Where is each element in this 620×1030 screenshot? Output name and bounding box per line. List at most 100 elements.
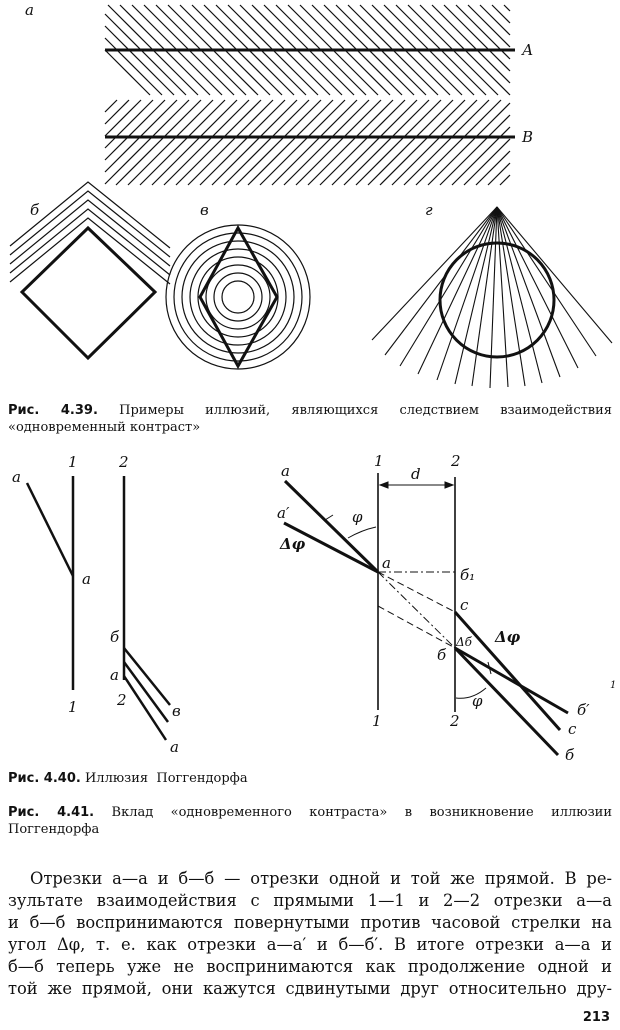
fig41-label-c-point: с bbox=[460, 596, 469, 614]
fig41-label-a-point: а bbox=[382, 554, 391, 572]
hatch-line bbox=[187, 99, 274, 186]
fig41-label-b1: б₁ bbox=[460, 566, 475, 584]
hatch-line bbox=[104, 37, 163, 96]
figure-4-40 bbox=[25, 476, 171, 741]
fig41-label-b-end: б bbox=[565, 746, 575, 764]
caption-text: Иллюзия Поггендорфа bbox=[84, 771, 248, 786]
caption-number: Рис. 4.40. bbox=[8, 771, 81, 786]
hatch-line bbox=[415, 99, 502, 186]
hatch-line bbox=[104, 99, 142, 137]
hatch-line bbox=[491, 4, 511, 24]
hatch-line bbox=[104, 99, 118, 113]
fig40-label-b: б bbox=[110, 628, 120, 646]
fig41-label-d: d bbox=[411, 465, 421, 483]
ray-line bbox=[496, 206, 597, 357]
hatch-line bbox=[235, 99, 322, 186]
fig41-label-1-bottom: 1 bbox=[372, 712, 382, 730]
hatch-line bbox=[439, 114, 511, 186]
line-label-B: В bbox=[521, 128, 533, 146]
figure-4-39-a-hatched-lines bbox=[104, 4, 511, 186]
hatch-line bbox=[355, 99, 442, 186]
body-line: б—б теперь уже не воспринимаются как про… bbox=[8, 957, 612, 976]
hatch-line bbox=[151, 99, 238, 186]
ray-line bbox=[496, 206, 579, 369]
diamond-b bbox=[19, 225, 158, 361]
fig41-label-1-top: 1 bbox=[374, 452, 384, 470]
fig41-label-a-prime: а′ bbox=[277, 504, 290, 522]
hatch-line bbox=[211, 99, 298, 186]
hatch-line bbox=[487, 162, 511, 186]
body-line: зультате взаимодействия с прямыми 1—1 и … bbox=[8, 891, 612, 910]
concentric-circle bbox=[165, 224, 311, 370]
panel-label-g: г bbox=[425, 201, 433, 219]
hatch-line bbox=[379, 99, 466, 186]
caption-text: Примеры иллюзий, являющихся следствием в… bbox=[8, 403, 612, 435]
hatch-line bbox=[104, 49, 151, 96]
ray-line bbox=[454, 206, 498, 385]
hatch-line bbox=[391, 99, 478, 186]
hatch-line bbox=[223, 99, 310, 186]
hatch-line bbox=[431, 4, 511, 84]
hatch-line bbox=[479, 4, 511, 36]
fig40-label-a-end: а bbox=[170, 738, 179, 756]
diamond-v bbox=[198, 224, 279, 370]
ray-line bbox=[496, 206, 613, 344]
fig40-label-1-top: 1 bbox=[68, 453, 78, 471]
hatch-line bbox=[427, 102, 511, 186]
hatch-line bbox=[503, 4, 511, 12]
concentric-circle bbox=[213, 272, 263, 322]
hatch-line bbox=[175, 99, 262, 186]
hatch-line bbox=[499, 174, 511, 186]
fig40-label-v: в bbox=[172, 702, 181, 720]
margin-mark: 1 bbox=[610, 680, 616, 691]
hatch-line bbox=[467, 4, 511, 48]
hatch-line bbox=[475, 150, 511, 186]
figure-4-39-b-chevrons bbox=[9, 181, 171, 285]
page-number: 213 bbox=[582, 1010, 610, 1025]
hatch-line bbox=[259, 99, 346, 186]
concentric-circle bbox=[197, 256, 279, 338]
ray-line bbox=[371, 206, 498, 341]
caption-number: Рис. 4.41. bbox=[8, 805, 95, 820]
hatch-line bbox=[403, 99, 490, 186]
fig41-label-2-top: 2 bbox=[450, 452, 461, 470]
hatch-line bbox=[367, 99, 454, 186]
ray-line bbox=[399, 206, 498, 367]
hatch-line bbox=[283, 99, 370, 186]
caption-fig-4-39: Рис. 4.39. Примеры иллюзий, являющихся с… bbox=[8, 402, 612, 436]
hatch-line bbox=[115, 99, 202, 186]
body-line: и б—б воспринимаются повернутыми против … bbox=[8, 913, 612, 932]
body-line: той же прямой, они кажутся сдвинутыми др… bbox=[8, 979, 612, 998]
panel-label-b: б bbox=[30, 201, 40, 219]
fig41-label-c-end: с bbox=[568, 720, 577, 738]
hatch-line bbox=[127, 99, 214, 186]
body-line: угол Δφ, т. е. как отрезки а—а′ и б—б′. … bbox=[8, 935, 612, 954]
ray-line bbox=[384, 206, 498, 356]
ray-line bbox=[496, 206, 543, 384]
chevron-line bbox=[9, 199, 171, 267]
fig41-label-phi-1: φ bbox=[352, 508, 363, 526]
body-paragraph: Отрезки а—а и б—б — отрезки одной и той … bbox=[8, 868, 612, 1000]
caption-text: Вклад «одновременного контраста» в возни… bbox=[8, 805, 612, 837]
hatch-line bbox=[104, 13, 187, 96]
hatch-line bbox=[443, 4, 511, 72]
hatch-line bbox=[463, 138, 511, 186]
fig41-label-2-bottom: 2 bbox=[449, 712, 460, 730]
chevron-line bbox=[9, 217, 171, 285]
ray-line bbox=[436, 206, 498, 381]
line-label-A: А bbox=[521, 41, 533, 59]
fig40-label-a-mid: а bbox=[82, 570, 91, 588]
hatch-line bbox=[104, 99, 154, 149]
body-line: Отрезки а—а и б—б — отрезки одной и той … bbox=[30, 869, 612, 888]
fig41-label-dphi-2: Δφ bbox=[494, 628, 521, 646]
fig41-label-b-prime: б′ bbox=[577, 701, 590, 719]
fig41-label-delta-b: Δб bbox=[455, 635, 473, 649]
fig41-label-a: а bbox=[281, 462, 290, 480]
hatch-line bbox=[343, 99, 430, 186]
ray-line bbox=[417, 206, 498, 375]
figure-4-41 bbox=[283, 473, 569, 757]
ray-line bbox=[496, 206, 561, 378]
circle-g bbox=[438, 241, 556, 359]
panel-label-a: а bbox=[25, 1, 34, 19]
